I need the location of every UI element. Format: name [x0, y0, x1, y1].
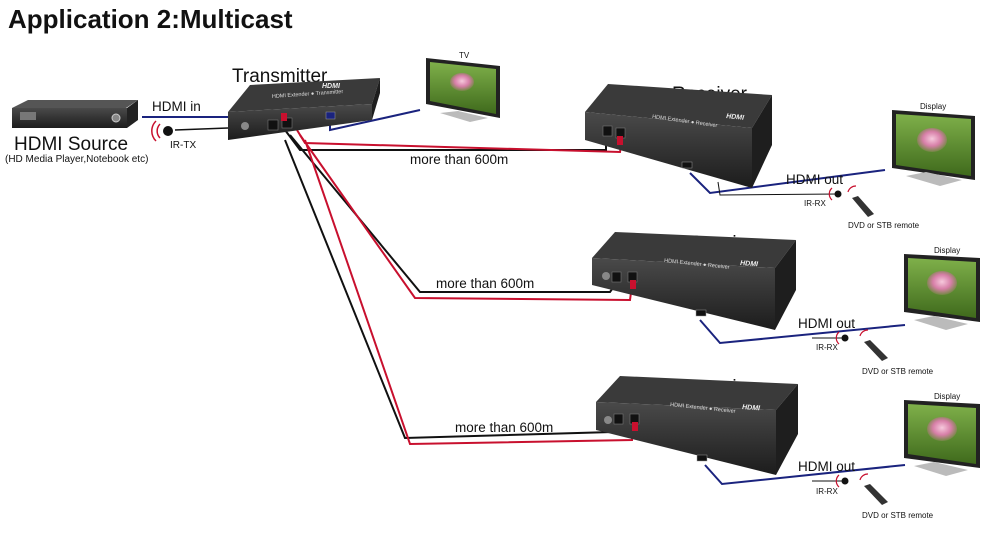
transmitter-power-port — [241, 122, 249, 130]
receiver-1-device: HDMI HDMI Extender ● Receiver — [585, 84, 772, 188]
hdmi-out-cable-1 — [689, 169, 886, 195]
receiver-2-out-label: HDMI out — [798, 316, 855, 331]
receiver-1-logo: HDMI — [726, 113, 746, 122]
receiver-3-remote-label: DVD or STB remote — [862, 511, 934, 520]
transmitter-label: Transmitter — [232, 66, 328, 87]
ir-tx-emitter-icon — [151, 120, 173, 142]
receiver-2-logo: HDMI — [740, 260, 759, 268]
transmitter-panel-text: HDMI Extender ● Transmitter — [272, 89, 344, 100]
display-2-label: Display — [934, 246, 960, 255]
receiver-3-ir-label: IR-RX — [816, 487, 838, 496]
ir-rx-cable-1 — [717, 181, 839, 196]
tv-screen — [426, 58, 500, 122]
hdmi-out-cable-2 — [699, 319, 906, 345]
hdmi-in-label: HDMI in — [152, 99, 201, 114]
display-1-label: Display — [920, 102, 946, 111]
receiver-1-remote-icon — [847, 185, 874, 217]
receiver-3-ir-receiver-icon — [835, 474, 849, 488]
receiver-2-ir-receiver-icon — [835, 331, 849, 345]
display-1-screen — [892, 110, 975, 186]
receiver-2-link-label: more than 600m — [436, 276, 534, 291]
receiver-1-ir-label: IR-RX — [804, 199, 826, 208]
receiver-3-device: HDMI HDMI Extender ● Receiver — [596, 376, 798, 475]
hdmi-out-cable-3 — [704, 464, 906, 486]
receiver-2-device: HDMI HDMI Extender ● Receiver — [592, 232, 796, 330]
receiver-3-link-label: more than 600m — [455, 420, 553, 435]
transmitter-logo: HDMI — [322, 83, 341, 90]
page-title: Application 2:Multicast — [8, 4, 293, 34]
source-display-icon — [20, 112, 36, 120]
source-sublabel: (HD Media Player,Notebook etc) — [5, 154, 148, 165]
receiver-1-remote-label: DVD or STB remote — [848, 221, 920, 230]
display-1-flower-image — [917, 128, 947, 152]
tv-flower-image — [450, 73, 474, 91]
receiver-3-logo: HDMI — [742, 404, 761, 412]
ir-tx-label: IR-TX — [170, 140, 196, 151]
receiver-2-remote-icon — [859, 329, 888, 361]
source-knob-icon — [111, 113, 121, 123]
display-3-screen — [904, 400, 980, 476]
ir-tx-cable — [174, 127, 229, 131]
receiver-1-link-label: more than 600m — [410, 152, 508, 167]
receiver-1-ir-receiver-icon — [828, 187, 842, 201]
display-3-label: Display — [934, 392, 960, 401]
receiver-2-ir-label: IR-RX — [816, 343, 838, 352]
receiver-1-out-label: HDMI out — [786, 172, 843, 187]
source-label: HDMI Source — [14, 134, 128, 155]
receiver-3-out-label: HDMI out — [798, 459, 855, 474]
display-2-screen — [904, 254, 980, 330]
transmitter-device: HDMI HDMI Extender ● Transmitter — [228, 78, 380, 140]
display-2-flower-image — [927, 271, 957, 295]
tv-label: TV — [459, 51, 470, 60]
receiver-3-remote-icon — [859, 473, 888, 505]
hdmi-source-device — [12, 100, 138, 128]
display-3-flower-image — [927, 417, 957, 441]
link-cable-red-1 — [296, 129, 623, 154]
receiver-2-remote-label: DVD or STB remote — [862, 367, 934, 376]
